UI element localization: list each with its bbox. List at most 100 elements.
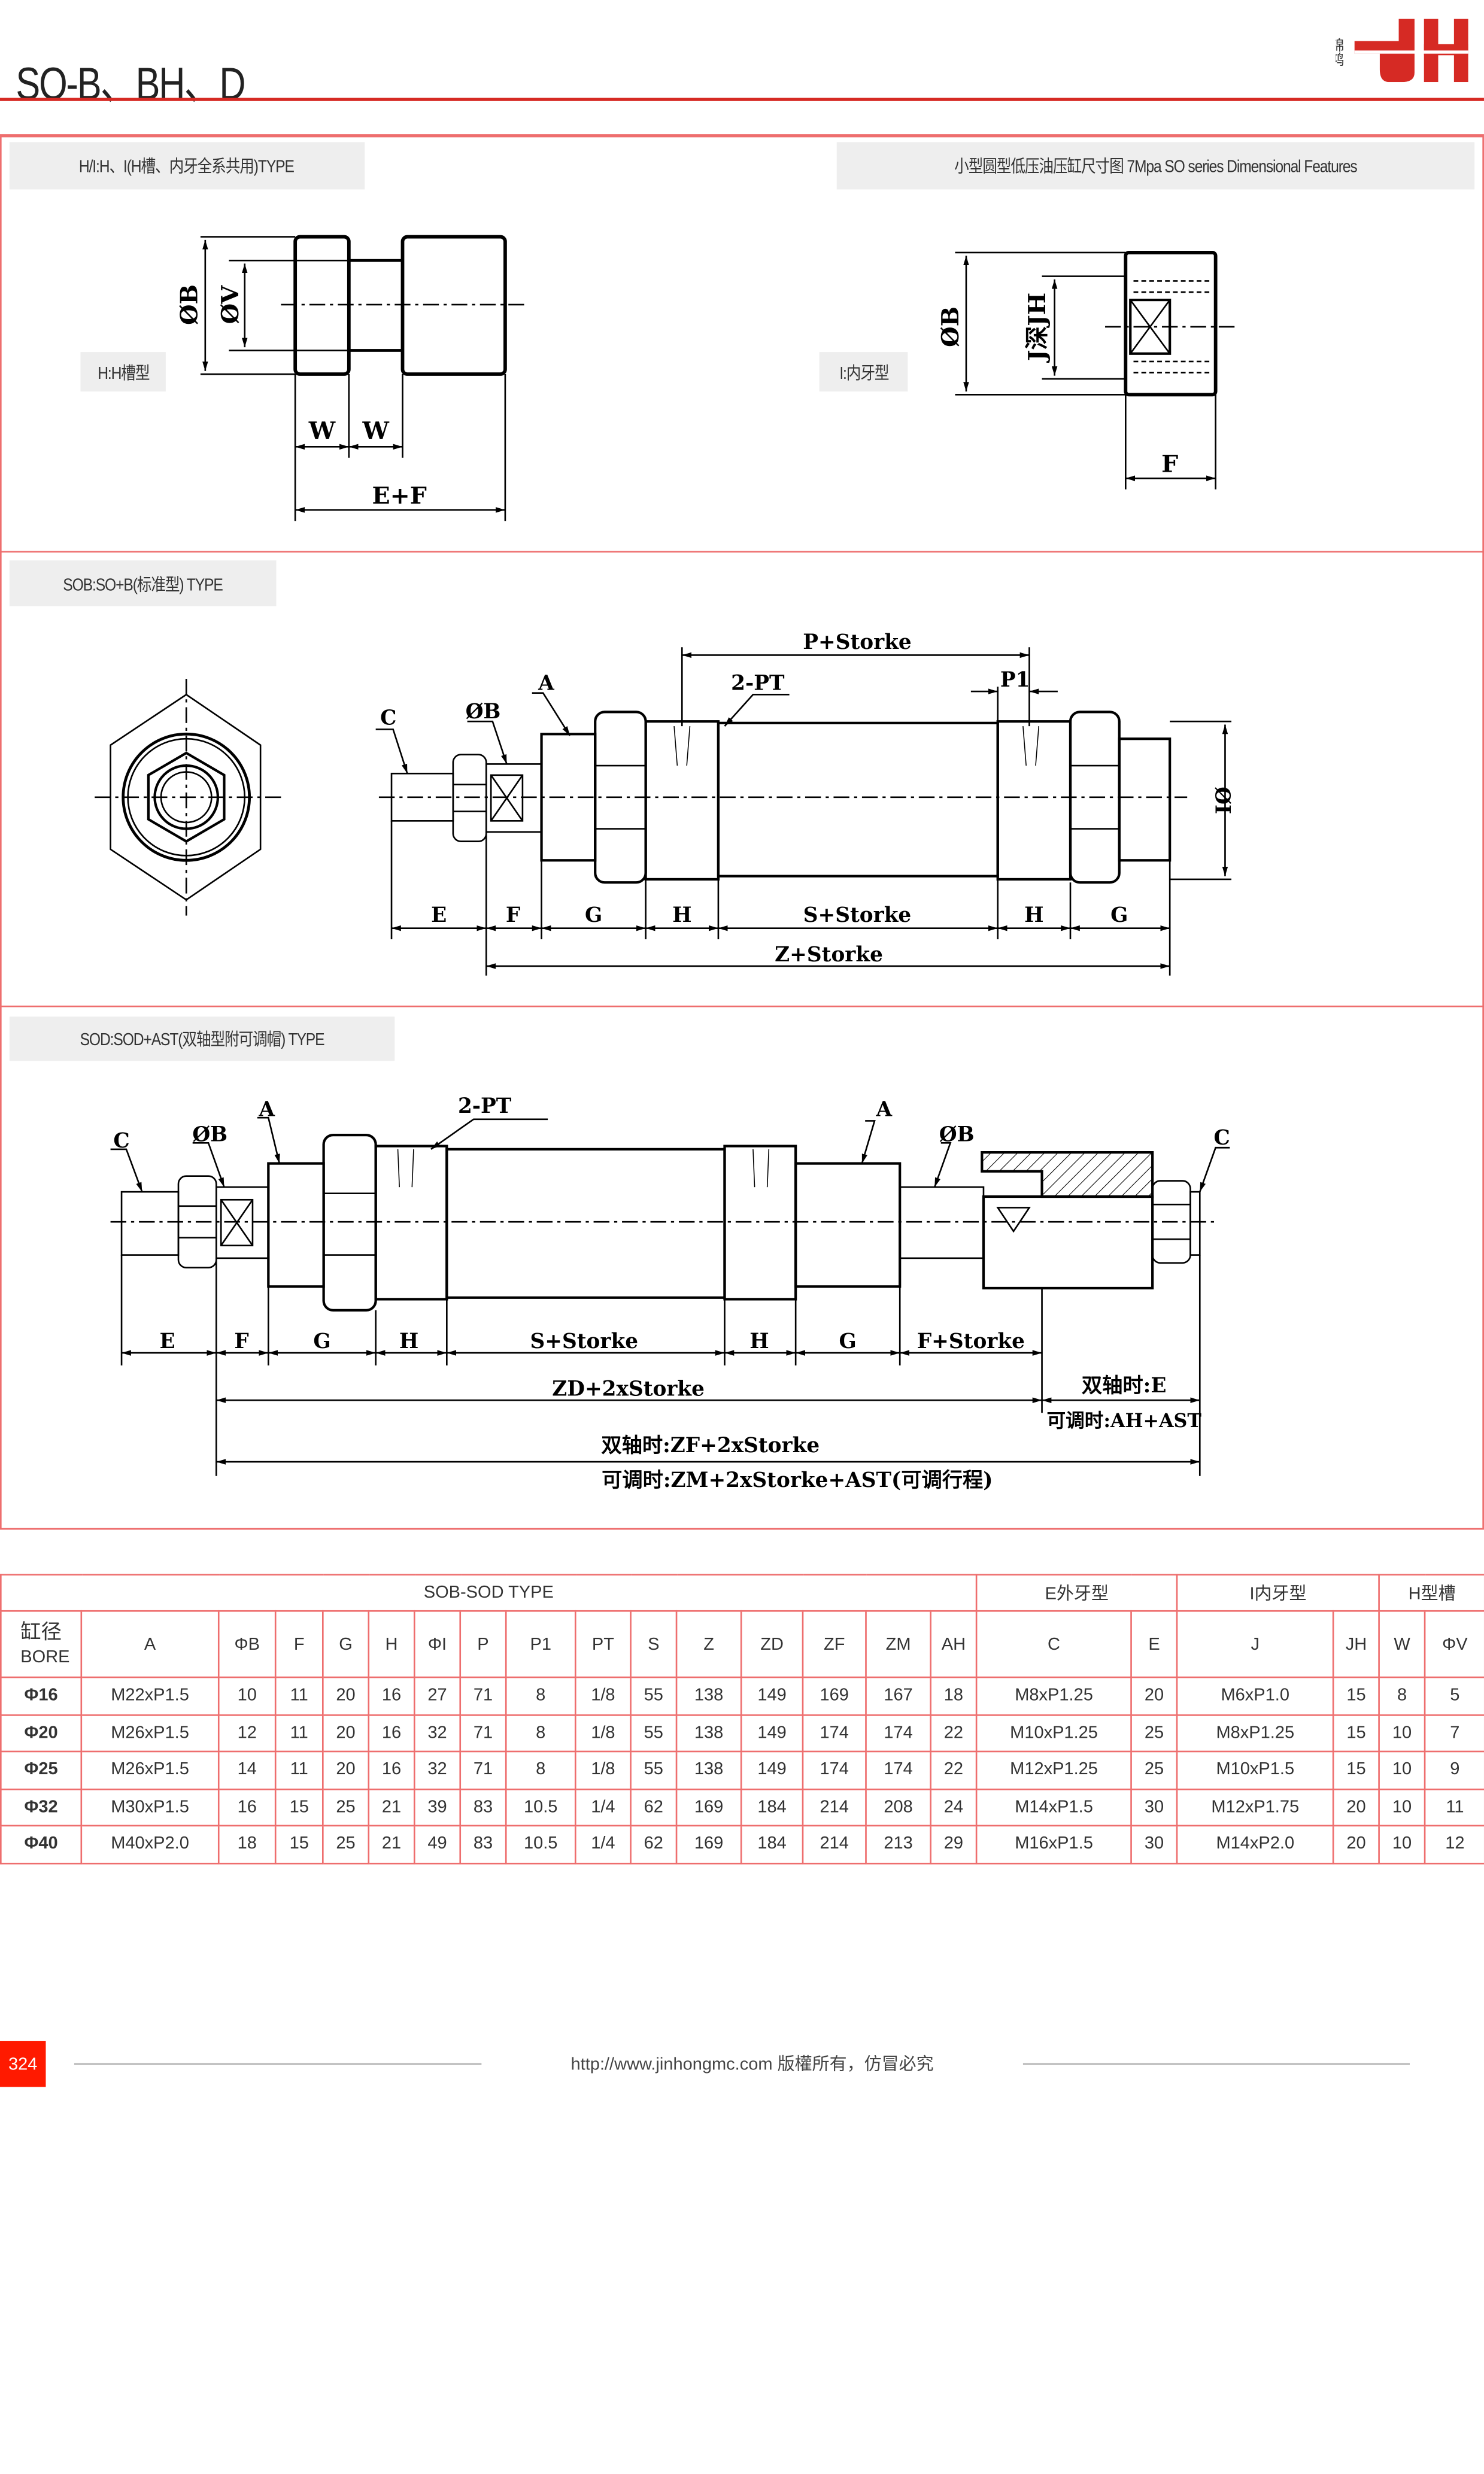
table-cell: 11 bbox=[1424, 1787, 1484, 1827]
table-cell: 55 bbox=[630, 1750, 678, 1790]
i-thread-drawing bbox=[955, 251, 1235, 490]
dim-label: G bbox=[313, 1329, 330, 1353]
dim-label: J深JH bbox=[1024, 293, 1051, 363]
dim-label: H bbox=[1024, 903, 1043, 927]
table-cell: M10xP1.25 bbox=[975, 1713, 1133, 1753]
table-cell: 184 bbox=[740, 1787, 804, 1827]
table-cell: 8 bbox=[505, 1750, 576, 1790]
dim-label: G bbox=[839, 1329, 857, 1353]
table-cell: 214 bbox=[802, 1787, 867, 1827]
table-cell: 174 bbox=[865, 1750, 931, 1790]
column-header: AH bbox=[930, 1610, 978, 1678]
dim-label: 双轴时:ZF+2xStorke bbox=[601, 1434, 820, 1458]
dim-label: ØB bbox=[466, 700, 501, 724]
sob-drawing bbox=[95, 647, 1232, 976]
dim-label: P+Storke bbox=[803, 630, 912, 654]
column-header: ZF bbox=[802, 1610, 867, 1678]
footer-rule bbox=[1022, 2063, 1410, 2065]
table-cell: 8 bbox=[505, 1713, 576, 1753]
table-cell: 55 bbox=[630, 1713, 678, 1753]
bore-cell: Φ40 bbox=[0, 1825, 83, 1864]
drawings-frame bbox=[0, 134, 1484, 1530]
table-cell: 27 bbox=[413, 1676, 462, 1716]
table-cell: M22xP1.5 bbox=[80, 1676, 220, 1716]
column-header: G bbox=[321, 1610, 370, 1678]
table-cell: 49 bbox=[413, 1825, 462, 1864]
table-cell: 20 bbox=[1333, 1787, 1380, 1827]
column-header: ΦV bbox=[1424, 1610, 1484, 1678]
table-cell: 12 bbox=[1424, 1825, 1484, 1864]
table-cell: 169 bbox=[802, 1676, 867, 1716]
table-cell: M26xP1.5 bbox=[80, 1713, 220, 1753]
bore-cell: Φ20 bbox=[0, 1713, 83, 1753]
table-cell: M10xP1.5 bbox=[1176, 1750, 1334, 1790]
table-cell: 71 bbox=[459, 1713, 507, 1753]
footer-copyright: http://www.jinhongmc.com 版權所有，仿冒必究 bbox=[570, 2055, 934, 2075]
column-header: PT bbox=[574, 1610, 632, 1678]
dim-label: 2-PT bbox=[458, 1094, 512, 1118]
table-cell: 55 bbox=[630, 1676, 678, 1716]
column-header: P bbox=[459, 1610, 507, 1678]
table-cell: 7 bbox=[1424, 1713, 1484, 1753]
dim-label: ZD+2xStorke bbox=[552, 1377, 705, 1401]
tag-text: SOB:SO+B(标准型) TYPE bbox=[63, 575, 223, 594]
section-divider bbox=[0, 1005, 1484, 1007]
table-cell: 22 bbox=[930, 1713, 978, 1753]
table-cell: 71 bbox=[459, 1676, 507, 1716]
table-cell: 10 bbox=[1378, 1750, 1426, 1790]
table-cell: 32 bbox=[413, 1713, 462, 1753]
brand-logo: 锦鸿 bbox=[1327, 13, 1471, 83]
column-header: S bbox=[630, 1610, 678, 1678]
dim-label: 可调时:AH+AST bbox=[1046, 1410, 1201, 1432]
column-header: W bbox=[1378, 1610, 1426, 1678]
dim-label: E bbox=[159, 1329, 175, 1353]
dim-label: A bbox=[538, 671, 554, 695]
table-cell: 24 bbox=[930, 1787, 978, 1827]
dim-label: C bbox=[1214, 1126, 1230, 1150]
table-cell: 20 bbox=[1333, 1825, 1380, 1864]
table-cell: M14xP2.0 bbox=[1176, 1825, 1334, 1864]
table-cell: M12xP1.25 bbox=[975, 1750, 1133, 1790]
dim-label: ØB bbox=[937, 306, 964, 347]
table-cell: M8xP1.25 bbox=[975, 1676, 1133, 1716]
column-header: P1 bbox=[505, 1610, 576, 1678]
section-tag-sod: SOD:SOD+AST(双轴型附可调帽) TYPE bbox=[9, 1016, 395, 1061]
table-cell: 83 bbox=[459, 1787, 507, 1827]
table-cell: 138 bbox=[675, 1676, 742, 1716]
column-header: ZM bbox=[865, 1610, 931, 1678]
dim-label: ØB bbox=[192, 1123, 227, 1147]
table-cell: 10.5 bbox=[505, 1787, 576, 1827]
table-cell: 29 bbox=[930, 1825, 978, 1864]
dim-label: S+Storke bbox=[530, 1329, 638, 1353]
table-cell: 11 bbox=[274, 1750, 324, 1790]
table-cell: 12 bbox=[217, 1713, 277, 1753]
table-cell: 1/8 bbox=[574, 1713, 632, 1753]
table-cell: 21 bbox=[368, 1787, 415, 1827]
tag-text: H:H槽型 bbox=[97, 363, 150, 383]
table-cell: M16xP1.5 bbox=[975, 1825, 1133, 1864]
label-h-groove: H:H槽型 bbox=[80, 352, 166, 392]
table-cell: 14 bbox=[217, 1750, 277, 1790]
table-cell: 30 bbox=[1130, 1787, 1178, 1827]
table-cell: 169 bbox=[675, 1825, 742, 1864]
dim-label: F+Storke bbox=[917, 1329, 1025, 1353]
tag-text: SOD:SOD+AST(双轴型附可调帽) TYPE bbox=[80, 1031, 325, 1050]
dim-label: ØV bbox=[217, 284, 244, 324]
table-cell: 15 bbox=[1333, 1713, 1380, 1753]
table-cell: 15 bbox=[1333, 1676, 1380, 1716]
column-header: Z bbox=[675, 1610, 742, 1678]
table-cell: M8xP1.25 bbox=[1176, 1713, 1334, 1753]
group-header: I内牙型 bbox=[1176, 1574, 1380, 1612]
table-cell: 1/4 bbox=[574, 1825, 632, 1864]
table-cell: M40xP2.0 bbox=[80, 1825, 220, 1864]
table-cell: M30xP1.5 bbox=[80, 1787, 220, 1827]
dim-label: P1 bbox=[1000, 668, 1030, 692]
table-cell: 174 bbox=[802, 1750, 867, 1790]
dim-label: E bbox=[431, 903, 447, 927]
table-cell: 16 bbox=[368, 1676, 415, 1716]
table-cell: 15 bbox=[274, 1825, 324, 1864]
table-cell: M6xP1.0 bbox=[1176, 1676, 1334, 1716]
